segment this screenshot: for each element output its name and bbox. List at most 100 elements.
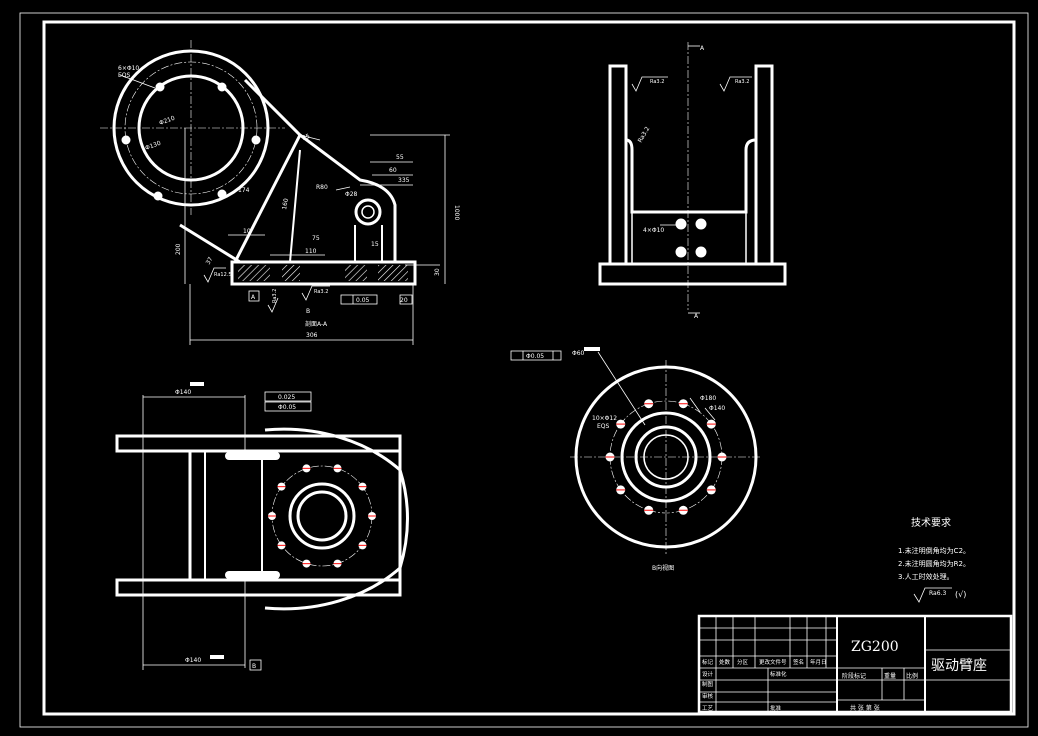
position-frame	[510, 350, 562, 361]
material: ZG200	[851, 639, 899, 655]
view-b	[510, 347, 762, 555]
dim-160: 160	[281, 198, 290, 211]
side-hole	[695, 218, 707, 230]
row-draw: 制图	[702, 680, 714, 688]
leader-r80	[335, 186, 351, 191]
ra-a: Ra12.5	[214, 272, 232, 278]
side-right-upright	[754, 64, 774, 266]
tech-heading: 技术要求	[911, 516, 951, 529]
title-block	[697, 614, 1013, 714]
bolt-hole	[153, 191, 163, 201]
dim-25: 25	[301, 133, 311, 142]
rib-right	[289, 149, 301, 263]
weight-label: 重量	[884, 672, 896, 680]
roughness-symbol	[719, 76, 752, 92]
roughness-symbol	[913, 587, 952, 603]
row-process: 工艺	[702, 705, 714, 712]
flatness-tol: 0.05	[356, 297, 370, 304]
dim-holes-10: 10×Φ12	[592, 415, 617, 422]
dim-1000: 1000	[453, 205, 460, 220]
ra-b: Ra3.2	[314, 289, 328, 295]
flatness-frame	[340, 294, 378, 305]
roughness-symbol	[631, 76, 668, 92]
section-mark-a-bot: A	[694, 313, 699, 320]
side-ra-1: Ra3.2	[650, 79, 664, 85]
roughness-symbol	[267, 297, 279, 313]
roughness-symbol	[301, 285, 330, 301]
side-boss-block	[631, 211, 747, 265]
leader-25	[299, 134, 321, 141]
dim-phi180: Φ180	[700, 395, 716, 402]
parallel-frame	[264, 391, 312, 402]
dim-phi140-top: Φ140	[175, 389, 191, 396]
dim-306: 306	[306, 332, 318, 339]
rib-left	[233, 134, 302, 263]
dim-30: 30	[434, 268, 441, 276]
header-date: 年月日	[810, 658, 827, 666]
dim-phi60: Φ60	[572, 350, 585, 357]
drawing-title: 驱动臂座	[931, 658, 987, 674]
top-body	[188, 449, 402, 582]
inner-frame	[42, 20, 1016, 716]
view-b-label: B向视图	[652, 564, 674, 572]
top-bolt-holes	[268, 464, 376, 568]
header-mark: 标记	[702, 658, 714, 666]
datum-23-box	[399, 294, 413, 305]
section-label: 剖面A-A	[305, 320, 328, 328]
side-holes-dim: 4×Φ10	[643, 227, 664, 234]
bolt-hole	[155, 82, 165, 92]
row-design: 设计	[702, 670, 714, 678]
approve-label: 批准	[770, 704, 782, 712]
standard-label: 标准化	[770, 670, 787, 678]
top-ring-outer	[288, 482, 356, 550]
bolt-hole	[217, 82, 227, 92]
dim-20: 20	[400, 297, 408, 304]
datum-b2-box	[249, 659, 262, 671]
datum-b2: B	[252, 663, 256, 670]
dim-200: 200	[175, 243, 182, 255]
dim-110: 110	[305, 248, 317, 255]
dim-10: 10	[243, 228, 251, 235]
side-hole	[675, 218, 687, 230]
dim-15: 15	[371, 241, 379, 248]
dim-r80: R80	[316, 184, 328, 191]
header-zone: 分区	[737, 658, 749, 666]
b-bolt-holes	[605, 399, 727, 515]
datum-a-box	[248, 290, 260, 302]
dim-37: 37	[205, 256, 215, 266]
dim-eqs: EQS	[118, 72, 131, 79]
side-ra-2: Ra3.2	[735, 79, 749, 85]
scale-label: 比例	[906, 672, 918, 680]
dim-60: 60	[389, 167, 397, 174]
leader-phi60	[597, 351, 646, 426]
tech-item-1: 1.未注明倒角均为C2。	[898, 546, 970, 555]
side-hole	[675, 246, 687, 258]
header-count: 处数	[719, 658, 731, 666]
dim-55: 55	[396, 154, 404, 161]
coax-frame	[264, 401, 312, 412]
tech-item-2: 2.未注明圆角均为R2。	[898, 559, 970, 568]
dim-eqs-b: EQS	[597, 423, 610, 430]
datum-b: B	[306, 308, 310, 315]
position-tol: Φ0.05	[526, 353, 544, 360]
dim-335: 335	[398, 177, 410, 184]
dim-phi140-b: Φ140	[709, 405, 725, 412]
sheets-label: 共 张 第 张	[850, 704, 880, 712]
arm-upper-edge	[243, 78, 397, 262]
section-view-a-a	[100, 40, 450, 345]
hatch	[238, 265, 408, 281]
ra-c: Ra3.2	[272, 289, 278, 303]
roughness-symbol	[203, 267, 226, 283]
dim-phi140-bot: Φ140	[185, 657, 201, 664]
side-left-upright	[608, 64, 628, 266]
dim-75: 75	[312, 235, 320, 242]
header-doc: 更改文件号	[759, 658, 787, 666]
side-hole	[695, 246, 707, 258]
header-sign: 签名	[793, 658, 804, 666]
bolt-hole	[121, 135, 131, 145]
datum-a: A	[251, 294, 256, 301]
tech-roughness: Ra6.3	[929, 590, 946, 597]
boss-walls	[354, 225, 383, 262]
bolt-hole	[217, 189, 227, 199]
